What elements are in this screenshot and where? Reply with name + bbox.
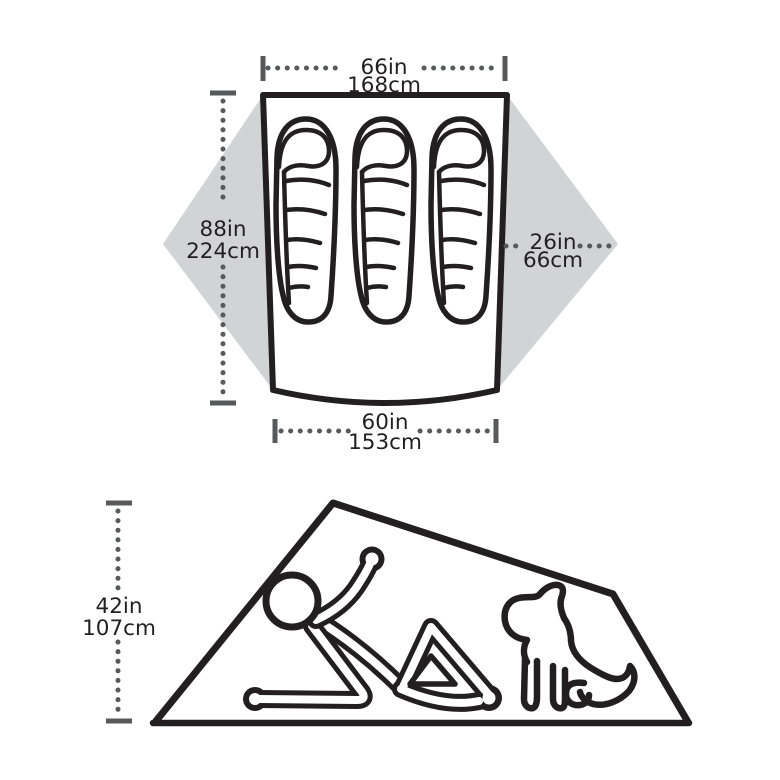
person-raised-arm xyxy=(307,546,385,629)
dim-foot-width-caps xyxy=(272,419,499,443)
dim-foot-width-in: 60in xyxy=(362,410,409,435)
dog-figure xyxy=(501,581,638,712)
person-head xyxy=(262,571,322,631)
dim-vestibule-depth-cm: 66cm xyxy=(523,248,583,273)
dim-floor-length-in: 88in xyxy=(200,217,247,242)
sleeping-bag-3 xyxy=(431,119,491,322)
dim-peak-height-in: 42in xyxy=(96,594,143,619)
side-view-profile: 42in 107cm xyxy=(82,499,693,727)
right-vestibule-shape xyxy=(497,95,618,390)
dim-foot-width-cm: 153cm xyxy=(348,430,422,455)
dim-floor-length-cm: 224cm xyxy=(186,239,260,264)
dim-head-width-cm: 168cm xyxy=(347,73,421,98)
dog-front-legs xyxy=(520,655,569,712)
person-knee-gap xyxy=(407,653,458,687)
dim-floor-length: 88in 224cm xyxy=(186,90,260,406)
dim-peak-height-caps xyxy=(106,500,132,724)
sleeping-bag-2 xyxy=(354,119,414,322)
tent-profile-outline xyxy=(152,499,692,726)
left-vestibule-shape xyxy=(163,95,273,390)
person-legs xyxy=(392,618,502,712)
top-view-floorplan: 66in 168cm 88in 224cm 26in 66cm 60in 153… xyxy=(163,55,618,455)
dim-vestibule-depth: 26in 66cm xyxy=(503,230,614,273)
sleeping-bag-1 xyxy=(276,119,336,322)
dim-vestibule-depth-in: 26in xyxy=(530,230,577,255)
dim-floor-length-caps xyxy=(210,90,236,406)
dim-peak-height-cm: 107cm xyxy=(82,616,156,641)
dim-head-width-caps xyxy=(260,56,508,81)
dim-foot-width: 60in 153cm xyxy=(272,410,499,455)
dog-body-outline xyxy=(501,581,638,708)
person-figure xyxy=(243,546,502,712)
dim-head-width: 66in 168cm xyxy=(260,55,508,98)
dim-peak-height: 42in 107cm xyxy=(82,500,156,724)
dog-hind-paw xyxy=(562,679,593,709)
person-support-arm xyxy=(243,617,373,711)
dim-head-width-in: 66in xyxy=(361,55,408,80)
